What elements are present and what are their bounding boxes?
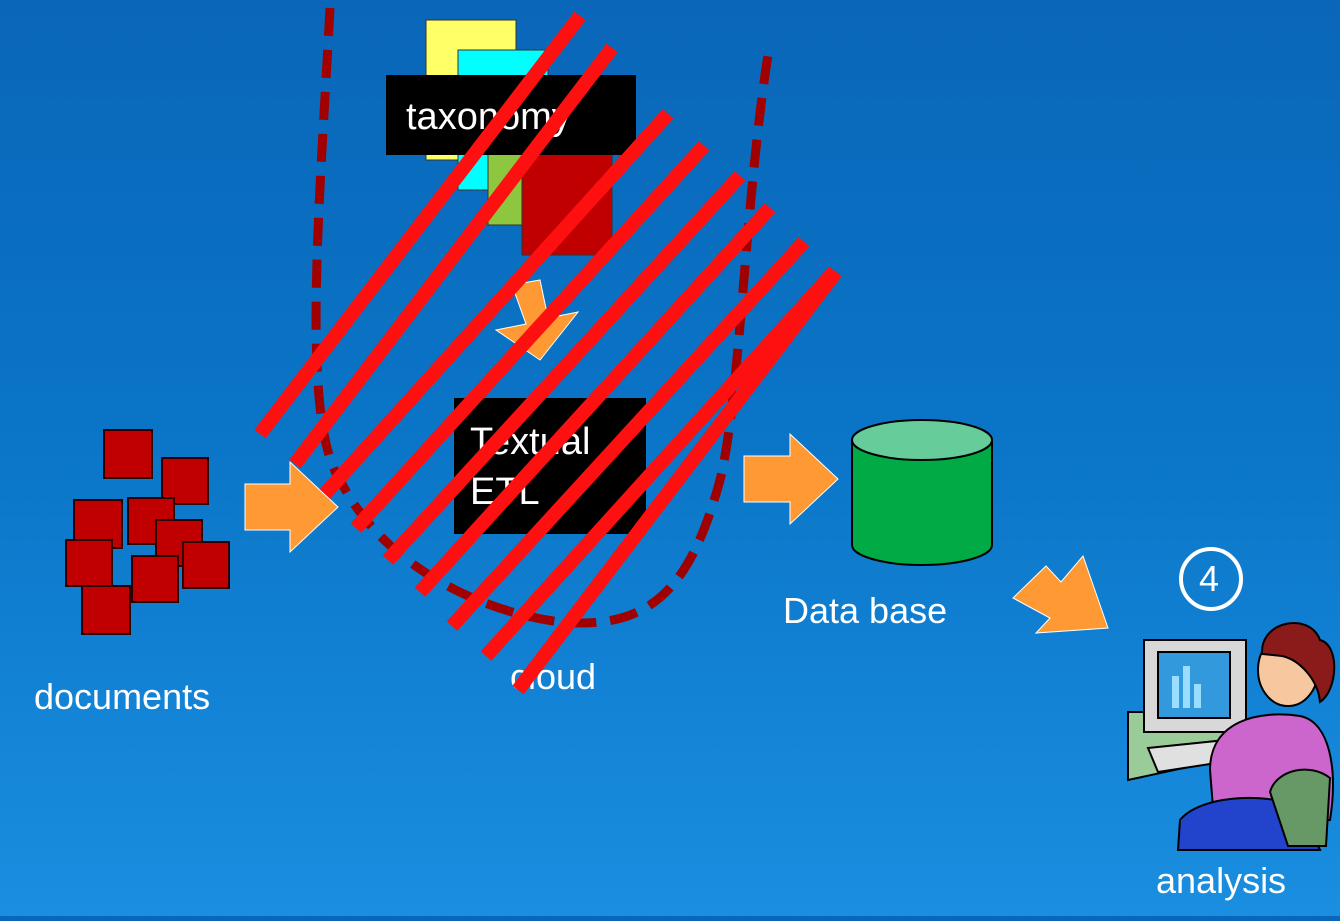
step-number-label: 4 [1199,558,1220,599]
documents-to-etl-arrow [244,460,339,554]
database-to-analysis-arrow [1012,555,1109,634]
database-icon [851,419,993,566]
documents-label: documents [34,676,211,717]
taxonomy-label: taxonomy [406,96,571,138]
database-label: Data base [783,590,948,631]
textual-etl-label-line1: Textual [470,421,591,463]
analyst-at-computer-icon [1127,622,1336,851]
step-number-circle [1179,547,1243,611]
analysis-label: analysis [1156,860,1287,901]
etl-to-database-arrow [743,432,839,526]
textual-etl-label-line2: ETL [470,471,540,513]
documents-icon [65,429,230,635]
cloud-label: cloud [510,656,597,697]
